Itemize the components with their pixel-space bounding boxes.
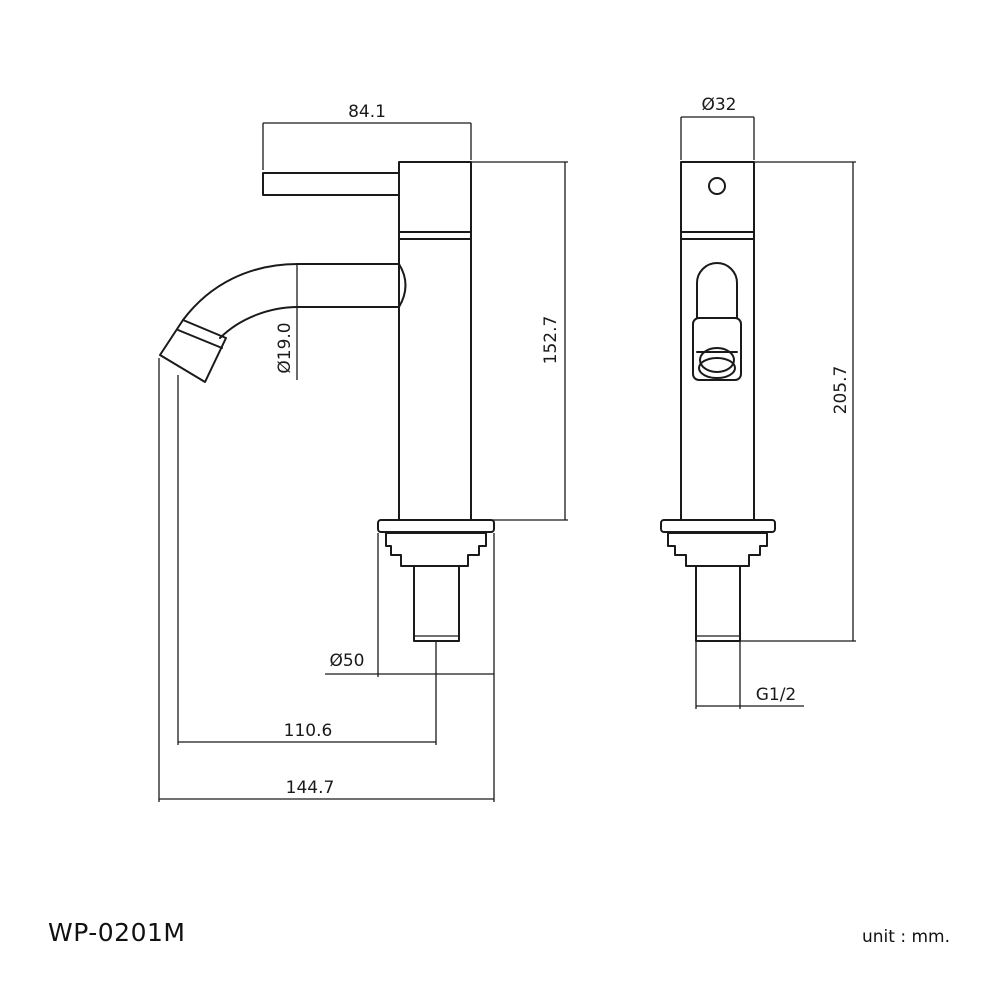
dim-label-g1-2: G1/2 — [756, 685, 797, 705]
shank — [413, 565, 460, 642]
dim-label-50: Ø50 — [329, 651, 364, 671]
base-washer — [385, 532, 487, 567]
dim-label-110-6: 110.6 — [284, 721, 333, 741]
model-number: WP-0201M — [48, 918, 186, 947]
handle-hole — [708, 177, 726, 195]
base-flange-front — [660, 519, 776, 533]
dim-label-32: Ø32 — [701, 95, 736, 115]
aerator-front-ring — [696, 347, 738, 373]
dim-label-205-7: 205.7 — [831, 366, 851, 415]
faucet-body-front — [680, 161, 755, 521]
base-washer-front — [667, 532, 768, 567]
spout-front — [696, 262, 738, 319]
dim-label-19: Ø19.0 — [275, 322, 295, 373]
lever-handle — [262, 172, 400, 196]
front-view: 84.1 152.7 Ø19.0 Ø50 110.6 144.7 — [158, 102, 568, 802]
dim-label-84-1: 84.1 — [348, 102, 386, 122]
side-view: Ø32 205.7 G1/2 — [660, 95, 856, 709]
spout-joint — [398, 263, 407, 308]
aerator-ring — [177, 329, 223, 349]
aerator-outlet — [698, 357, 736, 379]
aerator — [159, 319, 227, 383]
dim-label-152-7: 152.7 — [541, 316, 561, 365]
shank-front — [695, 565, 741, 642]
base-flange — [377, 519, 495, 533]
aerator-front — [692, 317, 742, 381]
dim-label-144-7: 144.7 — [286, 778, 335, 798]
unit-label: unit : mm. — [862, 927, 950, 947]
faucet-body — [398, 161, 472, 521]
